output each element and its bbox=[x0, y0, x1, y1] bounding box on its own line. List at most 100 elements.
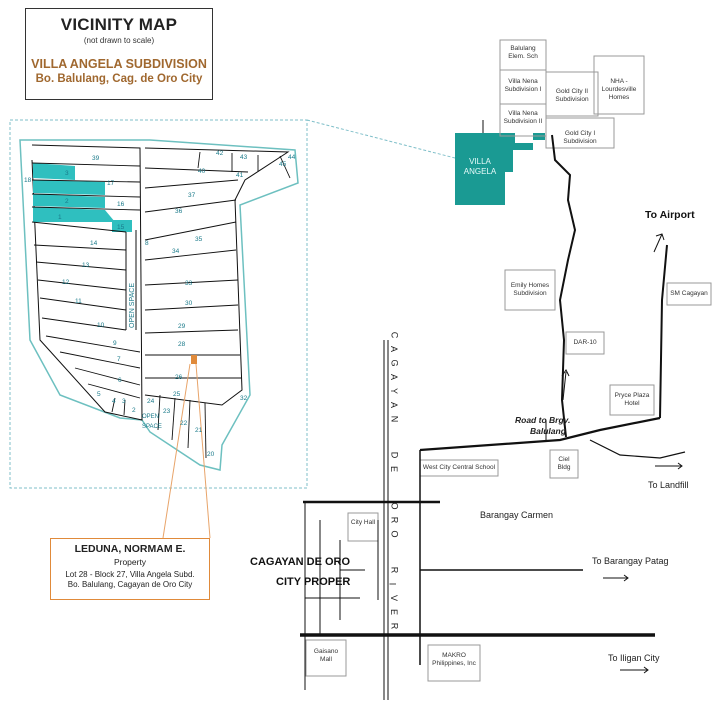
label-balulang-school: Balulang Elem. Sch bbox=[508, 45, 538, 60]
river-letter: E bbox=[389, 609, 400, 616]
label-gold-city-2: Gold City II Subdivision bbox=[555, 88, 589, 103]
lot-6: 6 bbox=[118, 377, 122, 384]
river-letter: R bbox=[389, 622, 400, 630]
river-letter: E bbox=[389, 466, 400, 473]
label-makro: MAKRO Philippines, Inc bbox=[432, 652, 476, 667]
label-sm: SM Cagayan bbox=[670, 290, 708, 297]
lot-32: 32 bbox=[240, 395, 248, 402]
lot-39: 39 bbox=[92, 155, 100, 162]
river-letter: D bbox=[389, 452, 400, 459]
property-label: Property bbox=[113, 557, 147, 567]
lot-12: 12 bbox=[62, 279, 70, 286]
lot-44: 44 bbox=[288, 154, 296, 161]
lot-8: 8 bbox=[145, 240, 149, 247]
lot-teal bbox=[33, 163, 75, 180]
open-space-label-2: OPEN bbox=[142, 414, 159, 420]
callout-line bbox=[195, 363, 211, 539]
lot-9: 9 bbox=[113, 340, 117, 347]
lot-4: 4 bbox=[112, 398, 116, 405]
label-pryce: Pryce Plaza Hotel bbox=[614, 392, 650, 407]
lot-10: 10 bbox=[97, 322, 105, 329]
lot-1: 1 bbox=[58, 214, 62, 221]
lot-45: 45 bbox=[279, 161, 287, 168]
label-dar: DAR-10 bbox=[573, 339, 597, 346]
lot-23: 23 bbox=[163, 408, 171, 415]
lot-2b: 2 bbox=[132, 407, 136, 414]
label-villa-angela: VILLA ANGELA bbox=[463, 157, 497, 176]
river-letter: C bbox=[389, 331, 400, 339]
label-to-patag: To Barangay Patag bbox=[592, 556, 669, 566]
lot-21: 21 bbox=[195, 427, 203, 434]
lot-teal bbox=[33, 180, 105, 195]
river-letter: A bbox=[389, 401, 400, 409]
river-letter: O bbox=[389, 502, 400, 510]
lot-42: 42 bbox=[216, 150, 224, 157]
label-villa-nena-1: Villa Nena Subdivision I bbox=[504, 78, 542, 93]
lot-16: 16 bbox=[117, 201, 125, 208]
lot-28: 28 bbox=[178, 341, 186, 348]
block-outline bbox=[31, 144, 143, 421]
landmark-boxes bbox=[305, 39, 712, 682]
lot-description: Lot 28 - Block 27, Villa Angela Subd. bbox=[65, 570, 195, 579]
lot-teal bbox=[112, 220, 132, 232]
lot-18: 18 bbox=[24, 177, 32, 184]
subdivision-name: VILLA ANGELA SUBDIVISION bbox=[31, 57, 207, 71]
inset-connector bbox=[306, 119, 456, 159]
label-gaisano: Gaisano Mall bbox=[313, 648, 339, 663]
lot-14: 14 bbox=[90, 240, 98, 247]
label-to-airport: To Airport bbox=[645, 209, 695, 221]
river-letter: V bbox=[389, 595, 400, 602]
river-letter: I bbox=[387, 582, 398, 586]
lot-30: 30 bbox=[185, 300, 193, 307]
map-title: VICINITY MAP bbox=[60, 15, 178, 34]
owner-name: LEDUNA, NORMAM E. bbox=[74, 543, 186, 555]
river-letter: R bbox=[389, 566, 400, 574]
river-letter: R bbox=[389, 516, 400, 524]
label-gold-city-1: Gold City I Subdivision bbox=[563, 130, 597, 145]
label-nha: NHA - Lourdesville Homes bbox=[601, 78, 637, 101]
lot-34: 34 bbox=[172, 248, 180, 255]
lot-teal bbox=[33, 194, 105, 208]
inset-frame bbox=[9, 119, 308, 489]
lot-lines-left bbox=[31, 162, 141, 399]
label-city-proper-1: CAGAYAN DE ORO bbox=[250, 556, 351, 568]
lot-22: 22 bbox=[180, 420, 188, 427]
lot-37: 37 bbox=[188, 192, 196, 199]
lot-26: 26 bbox=[175, 374, 183, 381]
river-letter: A bbox=[389, 345, 400, 353]
lot-3b: 3 bbox=[122, 398, 126, 405]
open-space-label-1: OPEN SPACE bbox=[129, 283, 136, 328]
river-letter: A bbox=[389, 373, 400, 381]
lot-35: 35 bbox=[195, 236, 203, 243]
lot-36: 36 bbox=[175, 208, 183, 215]
lot-7: 7 bbox=[117, 356, 121, 363]
label-road-balulang: Road to Brgy. bbox=[515, 415, 571, 425]
scale-note: (not drawn to scale) bbox=[83, 36, 155, 45]
label-to-landfill: To Landfill bbox=[648, 480, 689, 490]
lot-33: 33 bbox=[185, 280, 193, 287]
subdivision-location: Bo. Balulang, Cag. de Oro City bbox=[35, 73, 203, 85]
label-emily-homes: Emily Homes Subdivision bbox=[510, 282, 550, 297]
open-space-label-2b: SPACE bbox=[142, 424, 162, 430]
lot-20: 20 bbox=[207, 451, 215, 458]
river-letter: G bbox=[389, 359, 400, 367]
lot-15: 15 bbox=[117, 224, 125, 231]
lot-41: 41 bbox=[236, 172, 244, 179]
callout-line bbox=[162, 363, 191, 539]
roads bbox=[300, 134, 686, 700]
lot-teal bbox=[33, 207, 115, 222]
title-box: VICINITY MAP (not drawn to scale) VILLA … bbox=[25, 8, 213, 100]
label-west-city: West City Central School bbox=[422, 464, 496, 471]
lot-numbers: 39 42 43 44 41 45 40 18 3 17 2 16 1 15 1… bbox=[24, 150, 296, 458]
label-ciel: Ciel Bldg bbox=[557, 456, 571, 471]
river-letter: Y bbox=[389, 387, 400, 395]
lot-3: 3 bbox=[65, 170, 69, 177]
property-callout: LEDUNA, NORMAM E. Property Lot 28 - Bloc… bbox=[50, 538, 210, 600]
label-city-hall: City Hall bbox=[350, 519, 376, 526]
river-letter: N bbox=[389, 415, 400, 423]
river-letter: O bbox=[389, 530, 400, 538]
lot-24: 24 bbox=[147, 398, 155, 405]
label-to-iligan: To Iligan City bbox=[608, 653, 660, 663]
